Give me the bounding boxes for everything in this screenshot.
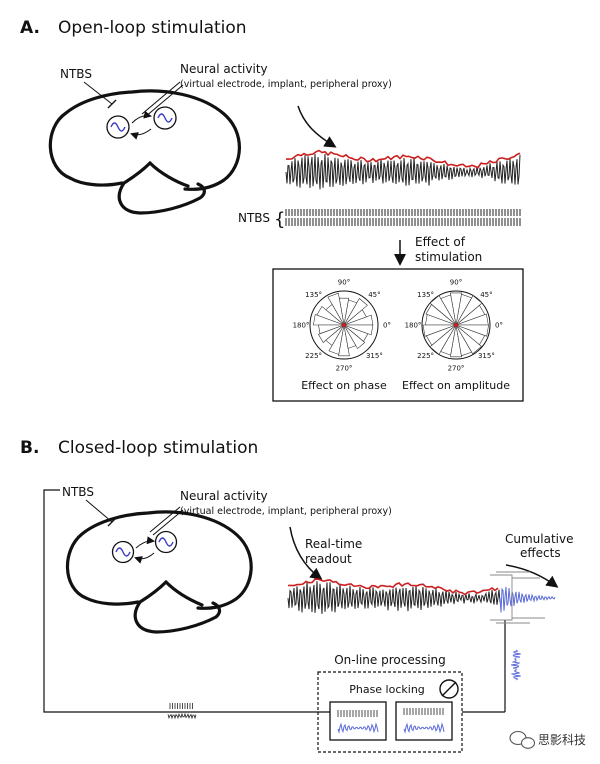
effect-label-line2: stimulation <box>415 250 482 264</box>
readout-label-line2: readout <box>305 552 352 566</box>
polar-plot-amplitude: 90° 45° 0° 315° 270° 225° 180° 135° <box>405 279 503 373</box>
stimulus-waveform <box>510 649 521 681</box>
svg-text:0°: 0° <box>495 322 503 330</box>
cumulative-effect-wave <box>499 587 556 613</box>
oscillator-icon <box>106 106 177 140</box>
svg-text:45°: 45° <box>480 291 492 299</box>
svg-text:270°: 270° <box>336 365 353 373</box>
panel-a: A. Open-loop stimulation NTBS Neural act… <box>20 18 524 402</box>
signal-envelope-a <box>286 149 521 169</box>
panel-b-neural-sub: (virtual electrode, implant, peripheral … <box>180 506 392 517</box>
svg-text:0°: 0° <box>383 322 391 330</box>
effect-amplitude-label: Effect on amplitude <box>402 379 510 392</box>
no-entry-icon <box>439 679 459 699</box>
phase-locking-label: Phase locking <box>349 683 425 696</box>
processing-thumb-1 <box>329 701 387 741</box>
readout-arrow-a <box>297 105 337 148</box>
online-processing-box <box>317 671 463 753</box>
cumulative-label-line2: effects <box>520 546 561 560</box>
svg-text:180°: 180° <box>405 322 422 330</box>
svg-text:225°: 225° <box>305 352 322 360</box>
wechat-icon <box>509 730 536 749</box>
stimulation-frames <box>490 571 545 624</box>
svg-text:135°: 135° <box>305 291 322 299</box>
effect-box <box>272 268 524 402</box>
panel-a-title: Open-loop stimulation <box>58 18 247 38</box>
effect-label-line1: Effect of <box>415 235 466 249</box>
svg-text:135°: 135° <box>417 291 434 299</box>
svg-text:315°: 315° <box>478 352 495 360</box>
effect-phase-label: Effect on phase <box>301 379 387 392</box>
panel-a-ntbs-label: NTBS <box>60 67 92 81</box>
panel-b: B. Closed-loop stimulation NTBS Neural a… <box>20 438 574 753</box>
oscillator-icon-b <box>111 530 178 564</box>
svg-text:315°: 315° <box>366 352 383 360</box>
online-processing-label: On-line processing <box>334 653 446 667</box>
feedback-pulses <box>167 703 197 720</box>
brain-outline-b <box>65 510 253 634</box>
brain-outline-a <box>48 89 241 215</box>
neural-signal-trace-b <box>287 581 501 614</box>
svg-text:270°: 270° <box>448 365 465 373</box>
feedback-loop-line <box>43 489 330 713</box>
watermark: 思影科技 <box>509 730 586 749</box>
ntbs-train-label: NTBS <box>238 211 270 225</box>
svg-text:90°: 90° <box>450 279 462 287</box>
thumb-2-waves <box>403 708 445 734</box>
svg-text:{: { <box>274 209 285 230</box>
ntbs-pulse-train <box>285 209 521 226</box>
readout-arrow-b <box>289 526 323 580</box>
watermark-text: 思影科技 <box>538 733 586 747</box>
signal-envelope-b <box>287 578 499 596</box>
panel-a-letter: A. <box>20 18 40 38</box>
svg-text:225°: 225° <box>417 352 434 360</box>
processing-thumb-2 <box>395 701 453 741</box>
panel-b-neural-activity: Neural activity <box>180 489 268 503</box>
panel-b-ntbs-label: NTBS <box>62 485 94 499</box>
panel-a-neural-activity: Neural activity <box>180 62 268 76</box>
svg-text:45°: 45° <box>368 291 380 299</box>
thumb-1-waves <box>337 710 379 734</box>
svg-text:180°: 180° <box>293 322 310 330</box>
readout-label-line1: Real-time <box>305 537 362 551</box>
panel-b-letter: B. <box>20 438 39 458</box>
panel-b-title: Closed-loop stimulation <box>58 438 258 458</box>
polar-plot-phase: 90° 45° 0° 315° 270° 225° 180° 135° <box>293 279 391 373</box>
svg-text:90°: 90° <box>338 279 350 287</box>
cumulative-arrow <box>505 564 559 588</box>
neural-signal-trace-a <box>285 153 521 190</box>
cumulative-label-line1: Cumulative <box>505 532 574 546</box>
panel-a-neural-sub: (virtual electrode, implant, peripheral … <box>180 79 392 90</box>
